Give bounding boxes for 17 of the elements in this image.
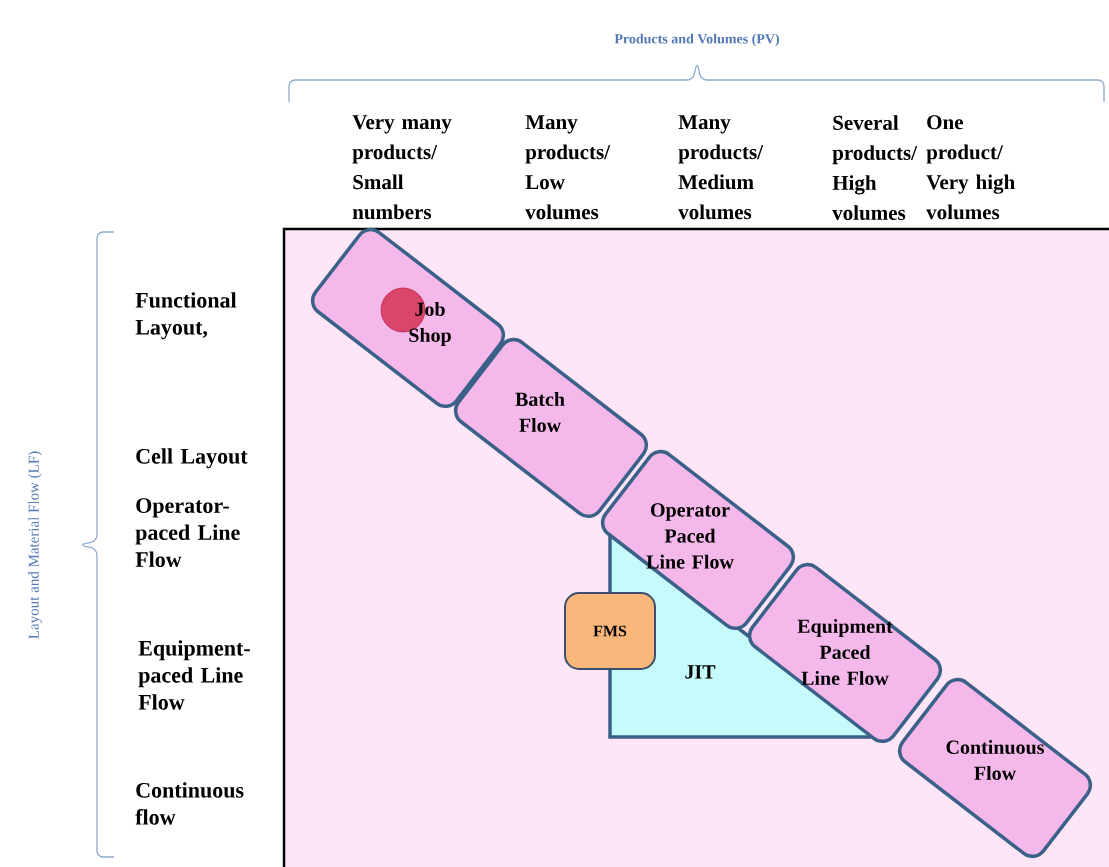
axis-title: Products and Volumes (PV)	[614, 33, 779, 47]
rounded-box: Batch Flow	[453, 337, 649, 519]
axis-title: Layout and Material Flow (LF)	[28, 451, 42, 639]
rounded-box: Continuous Flow	[897, 677, 1093, 859]
row-header: Functional Layout,	[135, 292, 237, 340]
row-header: Operator-paced Line Flow	[135, 498, 240, 567]
column-header: Many products/ Low volumes	[525, 115, 611, 220]
column-header: Several products/ High volumes	[832, 115, 918, 220]
column-header: Many products/ Medium volumes	[678, 115, 764, 220]
row-header: Equipment-paced Line Flow	[138, 640, 250, 710]
column-header: Very many products/ Small numbers	[352, 115, 452, 220]
rounded-box: Job Shop	[310, 227, 506, 409]
column-header: One product/ Very high volumes	[926, 115, 1015, 220]
rounded-box: Equipment Paced Line Flow	[747, 562, 943, 744]
row-header: Continuous flow	[135, 782, 244, 825]
row-header: Cell Layout	[136, 448, 248, 469]
rounded-box: FMS	[564, 592, 656, 670]
